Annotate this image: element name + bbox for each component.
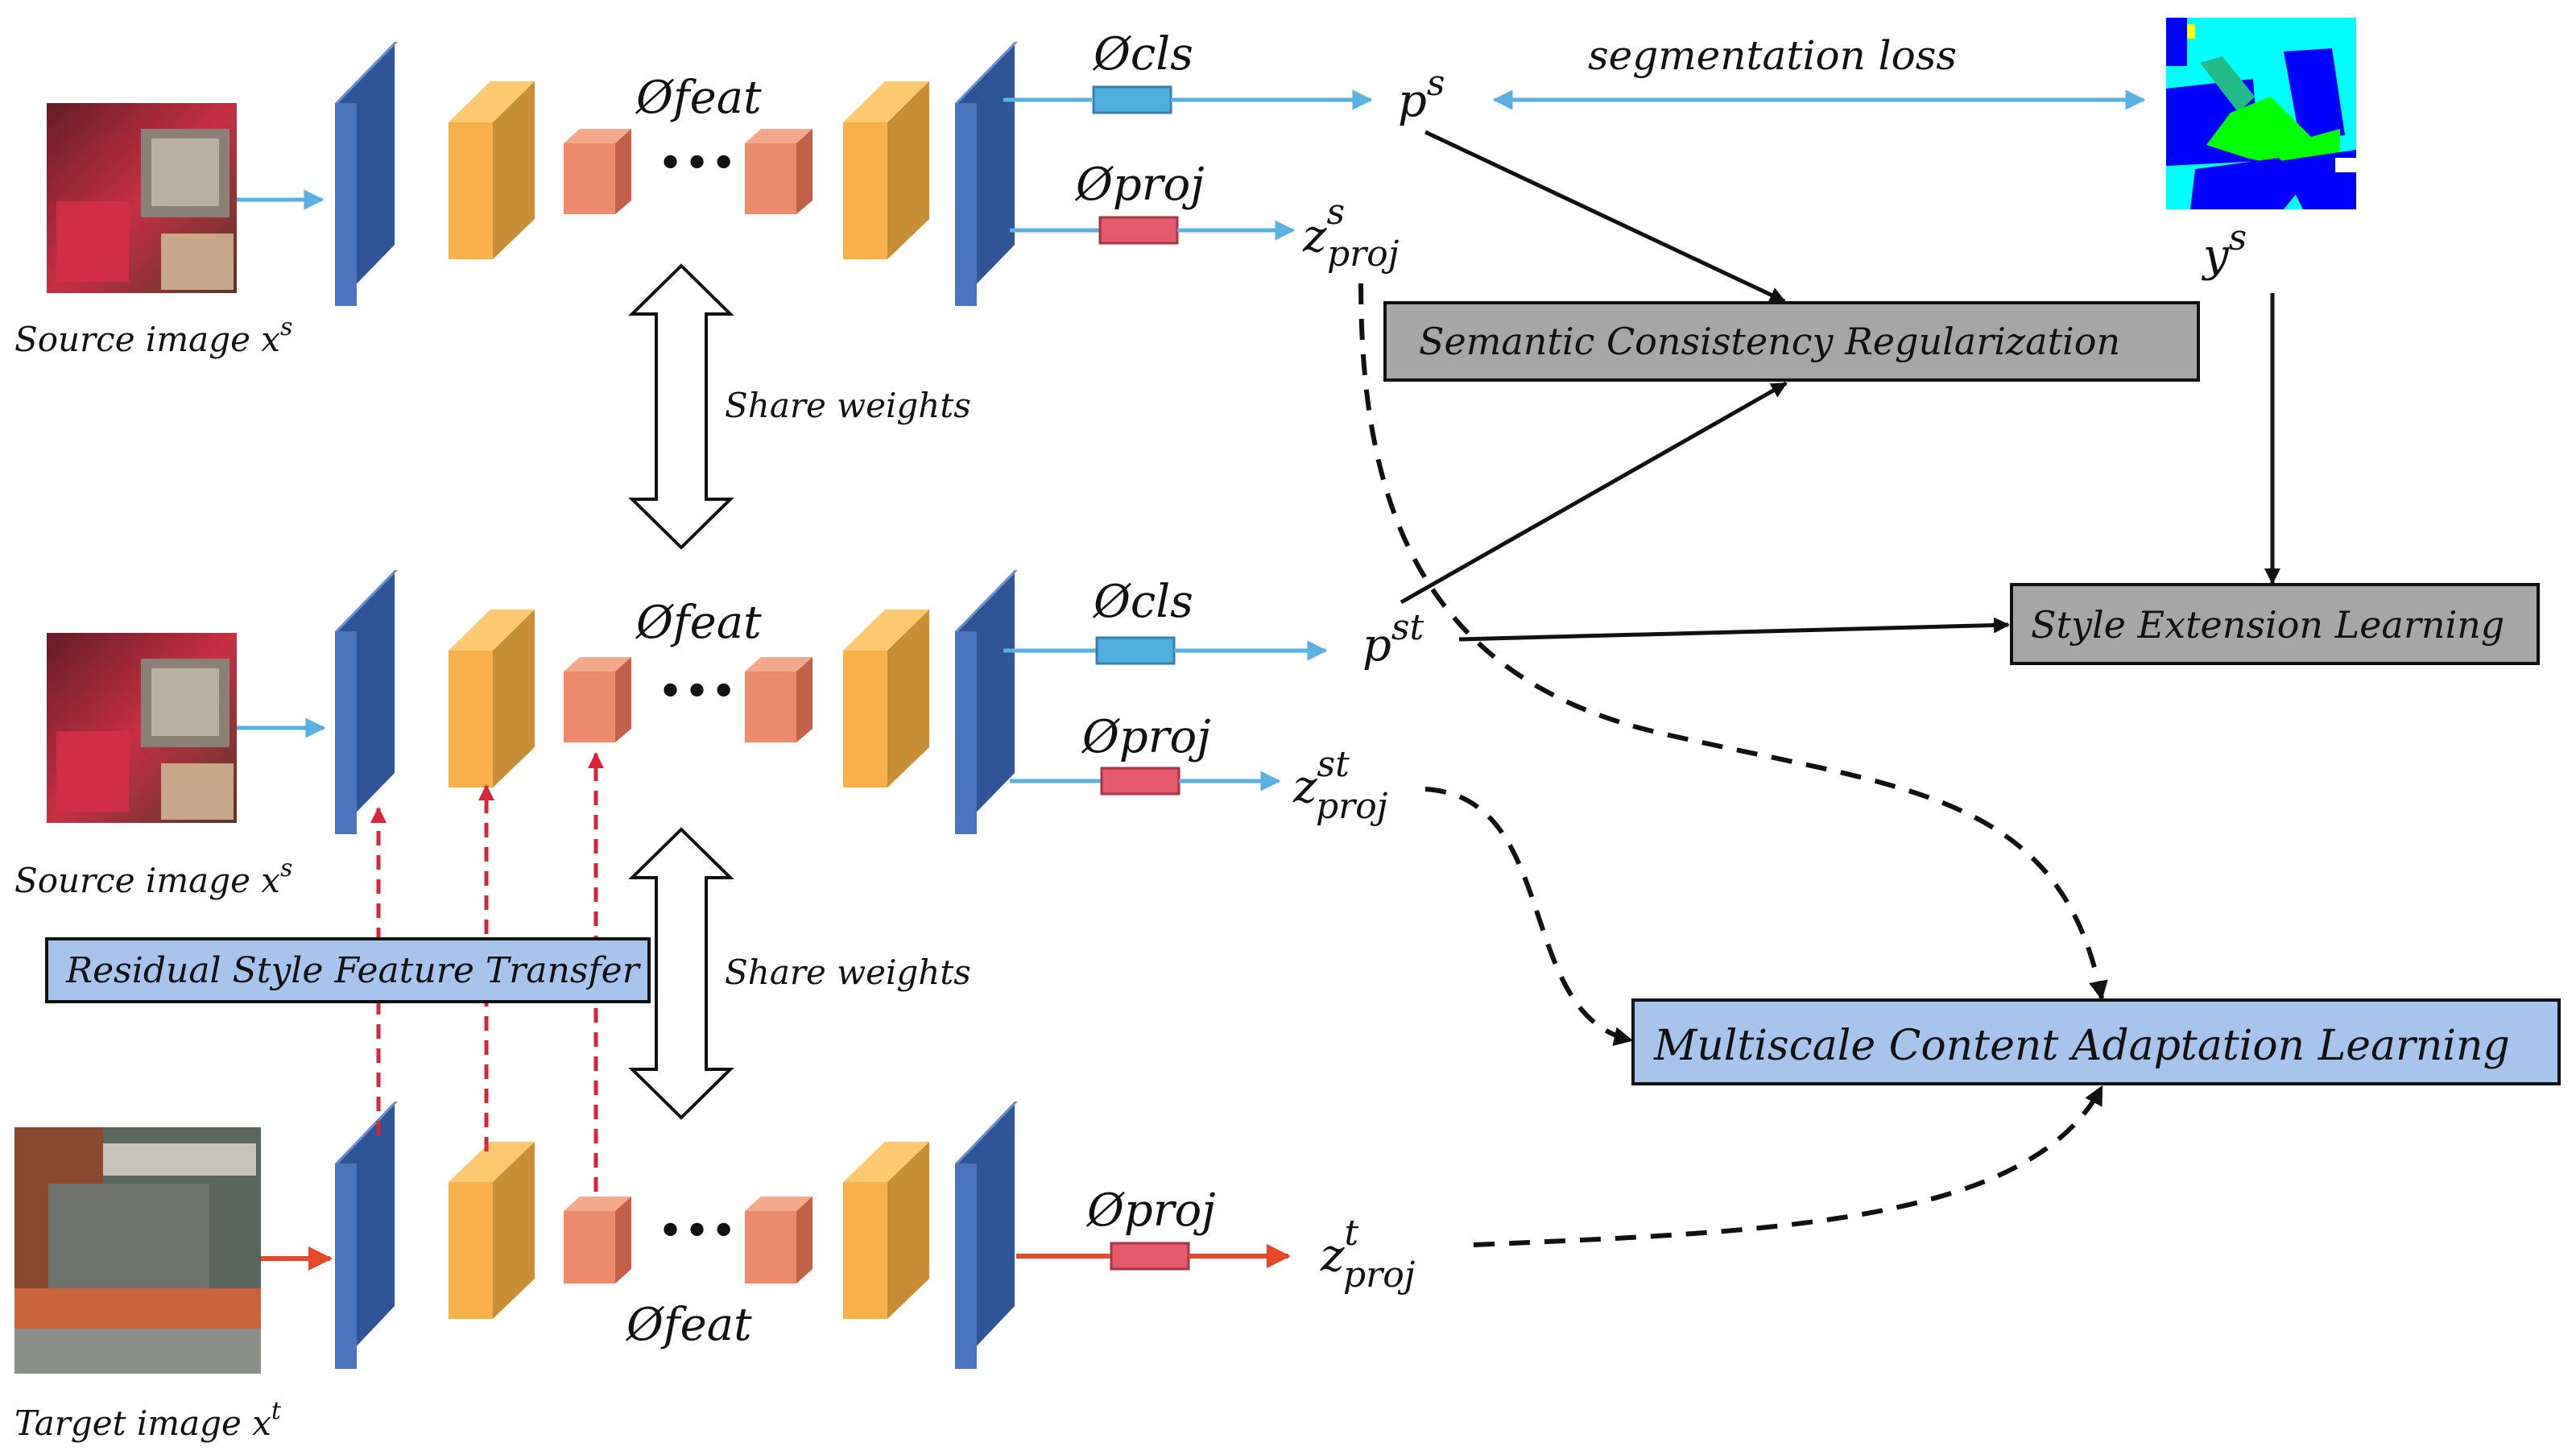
semantic-consistency-box: Semantic Consistency Regularization [1383,301,2200,382]
share-weights-label-bottom: Share weights [725,953,971,992]
network-row-target: ••• Øfeat [335,1102,1018,1369]
semantic-consistency-label: Semantic Consistency Regularization [1419,320,2120,363]
y-s-label: ys [2201,217,2247,282]
source-image-mid [47,633,237,823]
output-layer-target [955,1102,1018,1369]
conv-block-top-1 [449,81,535,259]
target-image-label: Target image xt [14,1397,282,1443]
feat-label-target: Øfeat [625,1299,752,1351]
conv-block-mid-1 [449,610,535,787]
proj-head-target [1110,1242,1190,1271]
pool-block-mid-2 [745,657,812,742]
output-layer-mid [955,570,1018,834]
cls-head-mid [1095,636,1176,665]
proj-label-mid: Øproj [1081,711,1211,763]
cls-label-mid: Øcls [1092,576,1193,628]
multiscale-content-label: Multiscale Content Adaptation Learning [1653,1022,2510,1070]
proj-head-top [1098,216,1179,245]
pool-block-top-2 [745,129,812,214]
proj-head-mid [1100,767,1180,796]
zt-to-mcal-curve [1473,1085,2104,1247]
residual-style-transfer-overlay-label: Residual Style Feature Transfer [65,950,642,991]
source-image-top [47,103,237,293]
output-layer-top [955,42,1018,306]
target-image [14,1127,261,1374]
share-weights-arrow-bottom [628,827,734,1120]
multiscale-content-box: Multiscale Content Adaptation Learning [1631,998,2561,1085]
conv-block-target-1 [449,1142,535,1319]
source-image-top-label: Source image xs [14,313,292,359]
network-row-top: ••• Øfeat [335,42,1018,306]
proj-label-top: Øproj [1074,159,1205,211]
pool-block-target-1 [564,1197,631,1283]
residual-style-transfer-box-overlay: Residual Style Feature Transfer [45,937,651,1003]
conv-block-top-2 [843,81,929,259]
proj-label-target: Øproj [1085,1184,1216,1237]
conv-block-target-2 [843,1142,929,1319]
pool-block-target-2 [745,1197,812,1283]
share-weights-arrow-top [628,263,734,550]
feat-label-top: Øfeat [635,72,762,124]
conv-block-mid-2 [843,610,929,787]
pool-block-top-1 [564,129,631,214]
ellipsis-mid: ••• [657,666,737,718]
cls-head-top [1092,85,1172,114]
input-layer-mid [335,570,398,834]
segmentation-loss-label: segmentation loss [1588,32,1957,79]
cls-label-top: Øcls [1092,28,1193,81]
ellipsis-target: ••• [657,1205,737,1258]
ellipsis-top: ••• [657,138,737,190]
source-image-mid-label: Source image xs [14,854,292,900]
pst-to-sel-arrow [1458,617,2010,642]
input-layer-target [335,1102,398,1369]
ps-to-scr-arrow [1424,130,1786,304]
style-extension-label: Style Extension Learning [2031,603,2504,647]
pool-block-mid-1 [564,657,631,742]
feat-label-mid: Øfeat [635,597,762,649]
input-layer-top [335,42,398,306]
zst-to-mcal-curve [1424,787,1634,1047]
pst-to-scr-arrow [1400,381,1788,605]
style-extension-box: Style Extension Learning [2010,583,2540,665]
segmentation-label-map [2166,18,2356,209]
network-row-mid: ••• Øfeat [335,570,1018,834]
p-s-label: ps [1398,63,1445,127]
zs-to-mcal-curve [1358,283,2108,1001]
share-weights-label-top: Share weights [725,386,971,425]
p-st-label: pst [1362,607,1424,672]
